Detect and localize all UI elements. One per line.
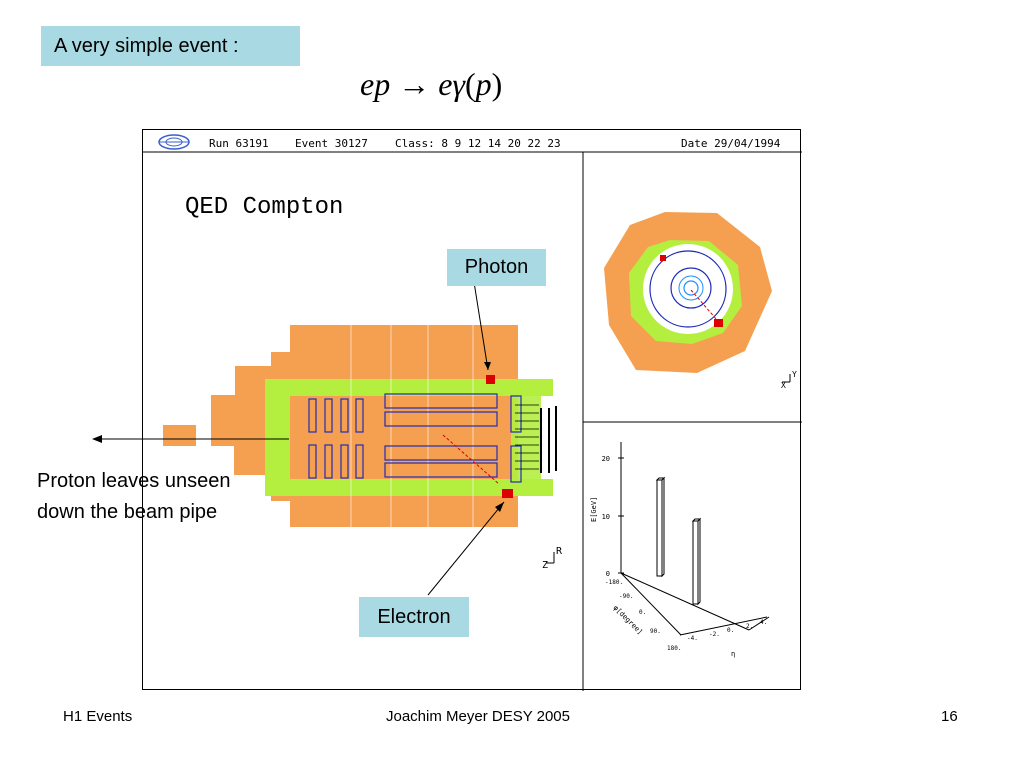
tracker-lower [308,444,522,483]
electron-track [442,434,500,485]
phi-tick-3: 90. [650,628,661,635]
electron-pointer [427,501,505,596]
eta-axis-label: η [731,650,735,658]
side-view: R Z [163,325,563,571]
lego-plot: 20 10 0 E[GeV] -180. -90. 0. 90. 180. φ[… [590,442,770,658]
forward-detector [540,406,557,473]
inner-calorimeter [265,379,553,496]
eta-tick-0: -4. [687,635,698,642]
phi-tick-0: -180. [605,579,623,586]
formula-paren-open: ( [465,66,476,102]
z-tick-0: 0 [606,570,610,578]
phi-tick-2: 0. [639,609,646,616]
rz-axes [546,552,555,564]
event-number: Event 30127 [295,137,368,150]
z-tick-10: 10 [602,513,610,521]
photon-deposit [486,375,495,384]
axis-r-label: R [556,546,563,557]
radial-electron-track [690,289,718,321]
eta-tick-1: -2. [709,631,720,638]
axis-z-label: Z [542,560,548,571]
z-axis-label: E[GeV] [590,497,598,522]
event-display: R Z Y X [142,129,802,691]
event-title: QED Compton [185,194,344,221]
eta-tick-2: 0. [727,627,734,634]
h1-logo [158,134,190,150]
axis-y-label: Y [792,370,797,379]
event-date: Date 29/04/1994 [681,137,781,150]
eta-tick-3: 2. [746,623,753,630]
run-number: Run 63191 [209,137,269,150]
lego-axes [618,442,770,636]
slide-heading: A very simple event : [41,26,300,66]
radial-photon-deposit [660,255,666,261]
formula-paren-inner: p [475,66,492,102]
formula-paren-close: ) [491,66,503,102]
slide-formula: ep → eγ(p) [360,66,502,103]
event-display-graphics: R Z Y X [143,134,802,691]
footer-page-number: 16 [941,708,958,725]
xy-axes [782,374,791,383]
footer-left: H1 Events [63,708,133,725]
lego-tower-electron [691,517,702,606]
eta-tick-4: 4. [760,619,767,626]
beam-pipe-block [163,425,196,446]
proton-note: Proton leaves unseen down the beam pipe [37,470,231,523]
phi-tick-1: -90. [619,593,633,600]
formula-lhs: ep [360,66,391,102]
event-class: Class: 8 9 12 14 20 22 23 [395,137,561,150]
formula-arrow: → [398,66,431,102]
radial-view: Y X [604,212,797,390]
electron-deposit [502,489,513,498]
radial-bore [643,244,733,334]
electron-callout: Electron [359,597,469,637]
radial-electron-deposit [714,319,723,327]
phi-tick-4: 180. [667,645,681,652]
lego-tower-photon [655,476,666,578]
z-tick-20: 20 [602,455,610,463]
footer-center: Joachim Meyer DESY 2005 [386,708,570,725]
tracker-upper [308,393,522,433]
axis-x-label: X [781,381,786,390]
forward-segments [515,404,539,470]
formula-rhs: eγ [438,66,466,102]
photon-callout: Photon [447,249,546,286]
photon-pointer [473,281,489,371]
backward-calorimeter [511,396,541,479]
